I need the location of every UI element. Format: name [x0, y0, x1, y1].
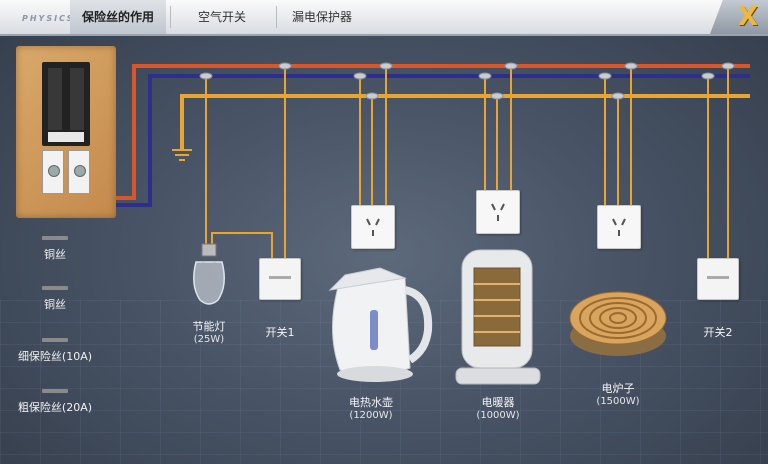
breaker-lever	[48, 68, 62, 130]
fuse-option-label: 铜丝	[44, 248, 66, 261]
lamp-switch-wire	[211, 232, 273, 258]
distribution-board	[16, 46, 116, 218]
close-icon: X	[737, 2, 758, 32]
wire-connector	[490, 92, 504, 100]
brand-label: PHYSICS	[22, 14, 75, 23]
lamp-name: 节能灯	[192, 320, 226, 333]
fuse-option-label: 细保险丝(10A)	[17, 350, 93, 363]
wire-connector	[504, 62, 518, 70]
wire-connector	[478, 72, 492, 80]
socket-icon	[491, 203, 505, 221]
heater-power: (1000W)	[476, 410, 520, 421]
ground-wire	[180, 94, 750, 150]
wire-connector	[199, 72, 213, 80]
wire-connector	[721, 62, 735, 70]
socket-stove[interactable]	[597, 205, 641, 249]
tab-divider	[170, 6, 171, 28]
switch2-caption: 开关2	[696, 324, 740, 340]
fuse-wire-icon	[42, 338, 68, 342]
ground-symbol	[172, 149, 192, 161]
wire-connector	[353, 72, 367, 80]
socket-kettle[interactable]	[351, 205, 395, 249]
fuse-wire-icon	[42, 389, 68, 393]
tab-fuse-function[interactable]: 保险丝的作用	[70, 0, 167, 34]
lamp-caption: 节能灯 (25W)	[182, 318, 236, 345]
fuse-option-thin-10a[interactable]: 细保险丝(10A)	[0, 338, 110, 364]
fuse-holder-right[interactable]	[68, 150, 90, 194]
main-breaker[interactable]	[42, 62, 90, 146]
energy-saving-lamp[interactable]	[193, 243, 225, 305]
switch1-caption: 开关1	[258, 324, 302, 340]
tab-air-switch[interactable]: 空气开关	[198, 10, 247, 24]
heater-name: 电暖器	[481, 396, 515, 409]
wire-connector	[379, 62, 393, 70]
fuse-holder-left[interactable]	[42, 150, 64, 194]
fuse-option-thick-20a[interactable]: 粗保险丝(20A)	[0, 389, 110, 415]
kettle-name: 电热水壶	[349, 396, 393, 409]
breaker-knob[interactable]	[48, 132, 84, 142]
heater-caption: 电暖器 (1000W)	[468, 394, 528, 421]
kettle-power: (1200W)	[349, 410, 393, 421]
electric-stove[interactable]	[569, 291, 667, 356]
live-wire	[90, 64, 750, 200]
fuse-wire-icon	[42, 286, 68, 290]
stove-caption: 电炉子 (1500W)	[588, 380, 648, 407]
wire-connector	[701, 72, 715, 80]
stove-power: (1500W)	[596, 396, 640, 407]
socket-heater[interactable]	[476, 190, 520, 234]
fuse-option-copper-2[interactable]: 铜丝	[0, 286, 110, 312]
wire-connector	[611, 92, 625, 100]
kettle-caption: 电热水壶 (1200W)	[340, 394, 402, 421]
fuse-wire-icon	[42, 236, 68, 240]
wire-connector	[365, 92, 379, 100]
tab-divider	[276, 6, 277, 28]
switch2-name: 开关2	[703, 326, 733, 339]
wire-connector	[624, 62, 638, 70]
tab-leakage-protector[interactable]: 漏电保护器	[292, 10, 353, 24]
socket-icon	[366, 218, 380, 236]
electric-heater[interactable]	[455, 249, 541, 385]
wire-connector	[598, 72, 612, 80]
socket-icon	[612, 218, 626, 236]
wire-connector	[278, 62, 292, 70]
stove-name: 电炉子	[601, 382, 635, 395]
fuse-option-label: 粗保险丝(20A)	[17, 401, 93, 414]
switch1-name: 开关1	[265, 326, 295, 339]
breaker-lever	[70, 68, 84, 130]
fuse-option-copper-1[interactable]: 铜丝	[0, 236, 110, 262]
electric-kettle[interactable]	[328, 267, 433, 382]
switch-2[interactable]	[697, 258, 739, 300]
fuse-option-label: 铜丝	[44, 298, 66, 311]
switch-1[interactable]	[259, 258, 301, 300]
top-bar: PHYSICS 保险丝的作用 空气开关 漏电保护器 X	[0, 0, 768, 36]
lamp-power: (25W)	[193, 334, 225, 345]
